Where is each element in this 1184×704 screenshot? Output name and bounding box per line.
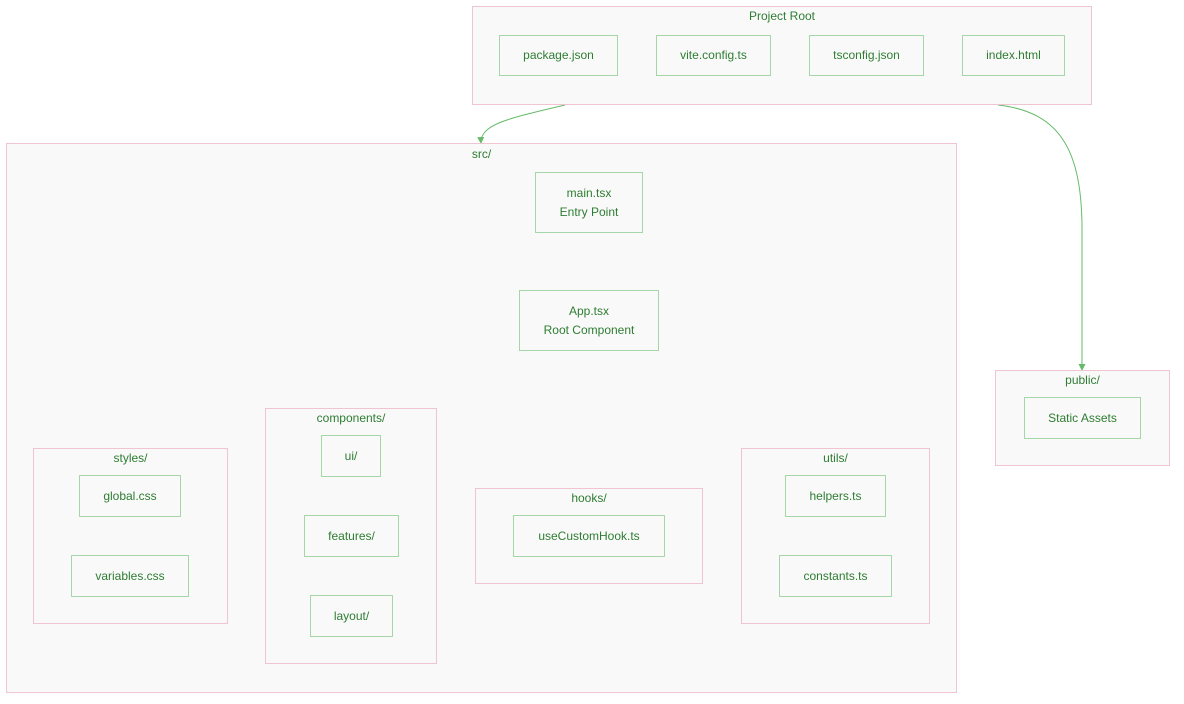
features-folder-node[interactable]: features/ — [304, 515, 399, 557]
vite-config-node[interactable]: vite.config.ts — [656, 35, 771, 76]
hooks-title: hooks/ — [571, 491, 607, 505]
package-json-label: package.json — [523, 48, 594, 62]
ui-folder-node[interactable]: ui/ — [321, 435, 381, 477]
layout-folder-node[interactable]: layout/ — [310, 595, 393, 637]
src-title: src/ — [471, 147, 492, 161]
edge-root-to-src — [477, 104, 566, 144]
constants-ts-label: constants.ts — [803, 568, 868, 583]
constants-ts-node[interactable]: constants.ts — [779, 555, 892, 597]
index-html-node[interactable]: index.html — [962, 35, 1065, 76]
use-custom-hook-label: useCustomHook.ts — [538, 528, 640, 543]
features-folder-label: features/ — [328, 528, 375, 543]
layout-folder-label: layout/ — [333, 608, 370, 623]
styles-title: styles/ — [113, 451, 148, 465]
global-css-label: global.css — [103, 488, 157, 503]
public-title: public/ — [1065, 373, 1100, 387]
project-root-title: Project Root — [748, 9, 816, 23]
tsconfig-node[interactable]: tsconfig.json — [809, 35, 924, 76]
main-tsx-label: main.tsx — [566, 185, 612, 200]
app-tsx-label: App.tsx — [568, 303, 610, 318]
app-tsx-sublabel: Root Component — [543, 322, 635, 337]
ui-folder-label: ui/ — [344, 448, 358, 463]
use-custom-hook-node[interactable]: useCustomHook.ts — [513, 515, 665, 557]
package-json-node[interactable]: package.json — [499, 35, 618, 76]
global-css-node[interactable]: global.css — [79, 475, 181, 517]
static-assets-node[interactable]: Static Assets — [1024, 397, 1141, 439]
edge-root-to-public — [997, 104, 1086, 371]
static-assets-label: Static Assets — [1048, 410, 1117, 425]
components-title: components/ — [316, 411, 386, 425]
helpers-ts-label: helpers.ts — [809, 488, 862, 503]
main-tsx-node[interactable]: main.tsx Entry Point — [535, 172, 643, 233]
app-tsx-node[interactable]: App.tsx Root Component — [519, 290, 659, 351]
main-tsx-sublabel: Entry Point — [559, 204, 619, 219]
variables-css-label: variables.css — [95, 568, 165, 583]
variables-css-node[interactable]: variables.css — [71, 555, 189, 597]
helpers-ts-node[interactable]: helpers.ts — [785, 475, 886, 517]
vite-config-label: vite.config.ts — [680, 48, 747, 62]
index-html-label: index.html — [986, 48, 1041, 62]
tsconfig-label: tsconfig.json — [833, 48, 900, 62]
utils-title: utils/ — [823, 451, 848, 465]
